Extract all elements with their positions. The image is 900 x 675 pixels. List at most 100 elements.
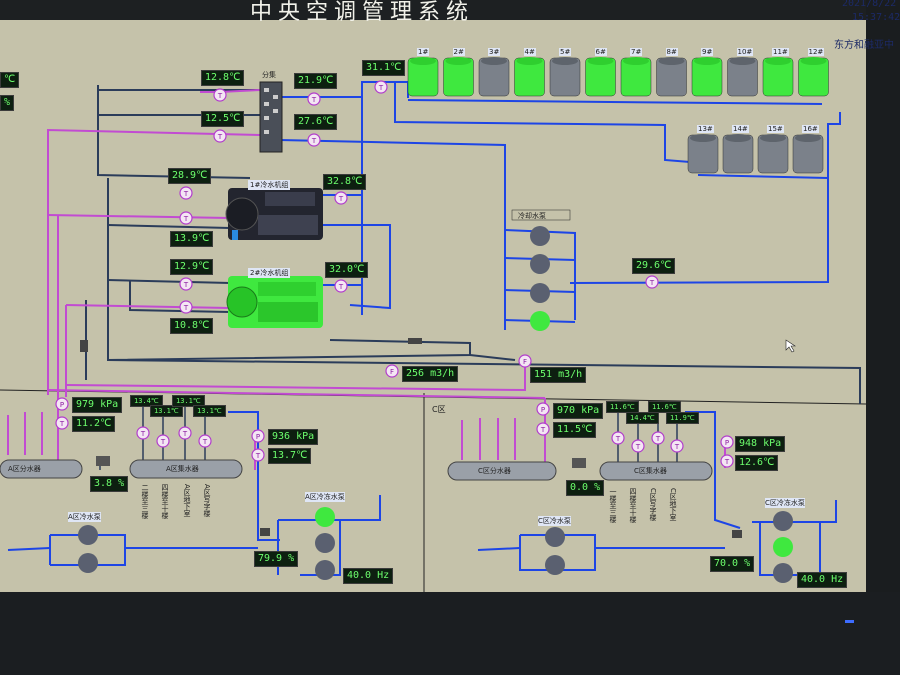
temperature-sensor-icon[interactable]: T: [670, 439, 684, 453]
temperature-sensor-icon[interactable]: T: [136, 426, 150, 440]
cooling-tower-icon[interactable]: [687, 134, 719, 174]
manifold[interactable]: [259, 81, 283, 153]
power-led: [845, 620, 854, 623]
temperature-sensor-icon[interactable]: T: [611, 431, 625, 445]
cooling-tower-label: 13#: [697, 125, 714, 133]
a-return-manifold[interactable]: [129, 459, 243, 479]
cooling-tower-icon[interactable]: [722, 134, 754, 174]
edge-reading-1: ℃: [0, 72, 20, 88]
pump-icon: [545, 527, 565, 547]
monitor-bezel-bottom: [0, 592, 900, 675]
pressure-reading: 936 kPa: [268, 429, 319, 445]
temperature-sensor-icon[interactable]: T: [631, 439, 645, 453]
temperature-sensor-icon[interactable]: T: [179, 300, 193, 314]
cooling-tower-icon[interactable]: [478, 57, 510, 97]
cooling-tower-label: 3#: [488, 48, 501, 56]
temperature-sensor-icon[interactable]: T: [720, 454, 734, 468]
temp-reading: 10.8℃: [170, 318, 214, 334]
temperature-sensor-icon[interactable]: T: [536, 422, 550, 436]
temperature-sensor-icon[interactable]: T: [251, 448, 265, 462]
frequency-reading: 40.0 Hz: [343, 568, 394, 584]
flow-reading: 256 m3/h: [402, 366, 459, 382]
c-return-manifold[interactable]: [599, 461, 713, 481]
cooling-tower-icon[interactable]: [549, 57, 581, 97]
temperature-sensor-icon[interactable]: T: [651, 431, 665, 445]
temp-reading: 13.7℃: [268, 448, 312, 464]
pump-icon: [78, 553, 98, 573]
valve-icon: [572, 458, 586, 468]
chiller-2-icon[interactable]: [226, 276, 323, 328]
pump-icon: [78, 525, 98, 545]
temperature-sensor-icon[interactable]: T: [307, 92, 321, 106]
cooling-tower-icon[interactable]: [514, 57, 545, 97]
a-return-label: A区集水器: [166, 465, 199, 473]
temperature-sensor-icon[interactable]: T: [374, 80, 388, 94]
temperature-sensor-icon[interactable]: T: [334, 191, 348, 205]
frequency-reading: 40.0 Hz: [797, 572, 848, 588]
pump-icon: [530, 254, 550, 274]
temp-reading: 13.1℃: [172, 395, 205, 407]
svg-text:T: T: [338, 195, 344, 203]
flow-sensor-icon[interactable]: F: [385, 364, 399, 378]
temperature-sensor-icon[interactable]: T: [198, 434, 212, 448]
svg-text:T: T: [674, 443, 680, 451]
c-branch-pipes: [461, 418, 516, 460]
cooling-tower-icon[interactable]: [585, 57, 616, 97]
cooling-tower-icon[interactable]: [757, 134, 789, 174]
cooling-tower-icon[interactable]: [656, 57, 687, 97]
svg-text:P: P: [725, 439, 729, 447]
monitor-bezel-right: [866, 0, 900, 592]
svg-text:P: P: [541, 406, 545, 414]
a-branch-pipes: [7, 412, 43, 455]
temperature-sensor-icon[interactable]: T: [213, 129, 227, 143]
temp-reading: 14.4℃: [626, 412, 659, 424]
flow-sensor-icon[interactable]: F: [518, 354, 532, 368]
a-supply-manifold[interactable]: [0, 459, 83, 479]
temp-reading: 13.4℃: [130, 395, 163, 407]
temperature-sensor-icon[interactable]: T: [645, 275, 659, 289]
cooling-tower-icon[interactable]: [407, 57, 439, 97]
valve-icon: [80, 340, 88, 352]
svg-text:T: T: [182, 430, 188, 438]
temperature-sensor-icon[interactable]: T: [178, 426, 192, 440]
cooling-tower-label: 8#: [665, 48, 678, 56]
temperature-sensor-icon[interactable]: T: [179, 277, 193, 291]
pressure-sensor-icon[interactable]: P: [536, 402, 550, 416]
cooling-tower-icon[interactable]: [620, 57, 652, 97]
pressure-reading: 948 kPa: [735, 436, 786, 452]
cooling-tower-icon[interactable]: [727, 57, 758, 97]
pressure-sensor-icon[interactable]: P: [55, 397, 69, 411]
temperature-sensor-icon[interactable]: T: [334, 279, 348, 293]
temperature-sensor-icon[interactable]: T: [213, 88, 227, 102]
c-supply-manifold[interactable]: [447, 461, 557, 481]
pressure-sensor-icon[interactable]: P: [720, 435, 734, 449]
temp-reading: 11.6℃: [648, 401, 681, 413]
c-left-pumps: [545, 527, 565, 575]
chiller-1-icon[interactable]: [225, 188, 323, 240]
pump-percent-reading: 79.9 %: [254, 551, 299, 567]
temperature-sensor-icon[interactable]: T: [307, 133, 321, 147]
cooling-tower-label: 16#: [802, 125, 819, 133]
mouse-cursor-icon: [785, 339, 796, 353]
cooling-tower-icon[interactable]: [443, 57, 474, 97]
temperature-sensor-icon[interactable]: T: [156, 434, 170, 448]
pressure-sensor-icon[interactable]: P: [251, 429, 265, 443]
temperature-sensor-icon[interactable]: T: [55, 416, 69, 430]
cooling-tower-icon[interactable]: [798, 57, 829, 97]
pump-icon: [530, 283, 550, 303]
svg-text:T: T: [183, 190, 189, 198]
c-branch-4: C区地下室: [669, 488, 677, 521]
edge-reading-2: %: [0, 95, 15, 111]
temperature-sensor-icon[interactable]: T: [179, 211, 193, 225]
a-branch-1: 二楼至三楼: [141, 484, 149, 519]
cooling-tower-icon[interactable]: [792, 134, 824, 174]
cooling-tower-icon[interactable]: [691, 57, 723, 97]
c-branch-3: C区写字楼: [649, 488, 657, 521]
manifold-label: 分集: [262, 71, 276, 79]
svg-text:T: T: [140, 430, 146, 438]
a-zone-pumps-label: A区冷冻水泵: [305, 492, 345, 502]
temperature-sensor-icon[interactable]: T: [179, 186, 193, 200]
svg-text:T: T: [183, 281, 189, 289]
cooling-tower-icon[interactable]: [762, 57, 794, 97]
